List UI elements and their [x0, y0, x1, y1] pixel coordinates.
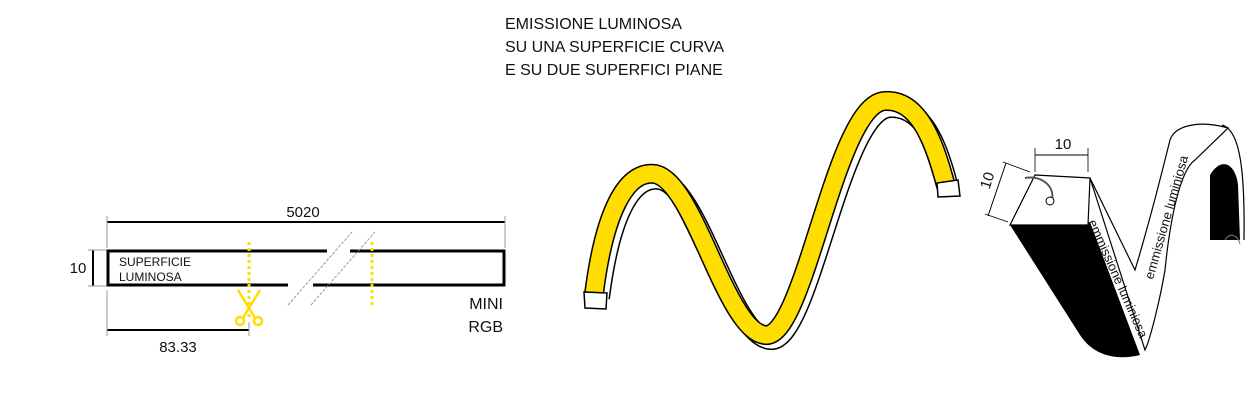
title: EMISSIONE LUMINOSA SU UNA SUPERFICIE CUR… — [505, 16, 724, 79]
model-line-2: RGB — [468, 319, 503, 336]
profile-drawing: 5020 10 SUPERFICIE LUMINOSA 83.33 MINI R… — [70, 204, 506, 356]
title-line-1: EMISSIONE LUMINOSA — [505, 16, 682, 33]
model-line-1: MINI — [469, 296, 503, 313]
height-label: 10 — [977, 170, 998, 191]
cut-label: 83.33 — [159, 339, 197, 356]
length-label: 5020 — [286, 204, 319, 221]
curved-emission-strip — [583, 91, 961, 350]
strip-outline — [106, 249, 506, 287]
width-label: 10 — [1055, 136, 1072, 153]
break-line — [310, 231, 376, 306]
title-line-3: E SU DUE SUPERFICI PIANE — [505, 62, 723, 79]
surface-label-line-1: SUPERFICIE — [119, 255, 191, 269]
perspective-strip: 10 10 emmissione luminiosa emmissione lu… — [977, 123, 1245, 358]
surface-label-line-2: LUMINOSA — [119, 270, 182, 284]
height-dimension-line — [987, 162, 1007, 217]
title-line-2: SU UNA SUPERFICIE CURVA — [505, 39, 724, 56]
scissors-icon — [234, 289, 264, 327]
height-label: 10 — [70, 260, 87, 277]
break-line — [287, 231, 353, 306]
